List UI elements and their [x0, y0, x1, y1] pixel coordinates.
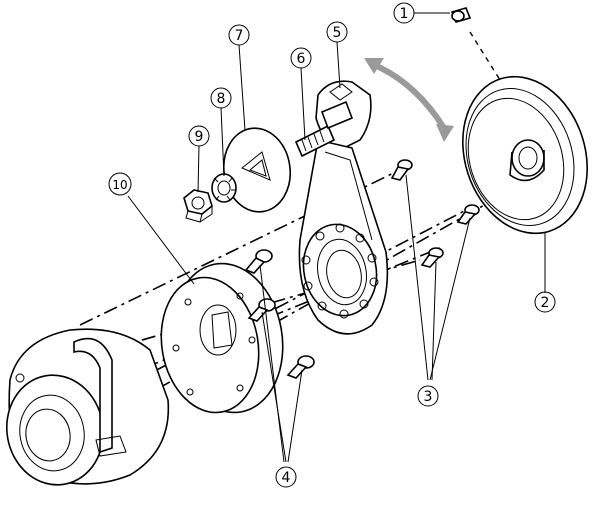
callout-5: 5 [326, 21, 348, 43]
callout-4: 4 [275, 466, 297, 488]
callout-3-label: 3 [424, 389, 433, 405]
part-3-screws [390, 159, 480, 268]
callout-8-label: 8 [217, 91, 226, 107]
callout-2-label: 2 [541, 295, 550, 311]
callout-4-label: 4 [282, 470, 291, 486]
motor-body [5, 328, 170, 486]
part-1-set-screw [450, 7, 472, 23]
callout-1: 1 [393, 2, 415, 24]
callout-10: 10 [108, 172, 132, 196]
callout-5-label: 5 [333, 25, 342, 41]
rotation-arrow [364, 58, 454, 142]
part-7-plate [223, 127, 291, 213]
callout-10-label: 10 [112, 178, 127, 192]
callout-7: 7 [228, 24, 250, 46]
part-9-hex-nut [183, 189, 213, 223]
callout-2: 2 [534, 291, 556, 313]
callout-7-label: 7 [235, 28, 244, 44]
callout-6-label: 6 [297, 51, 306, 67]
callout-1-label: 1 [400, 6, 409, 22]
part-2-pulley-disc [462, 75, 588, 235]
part-4-screws [244, 249, 315, 379]
callout-9: 9 [188, 125, 210, 147]
part-10-flange-plate [160, 262, 284, 414]
callout-8: 8 [210, 87, 232, 109]
part-8-lock-washer [211, 173, 237, 203]
leader-lines [127, 12, 546, 463]
callout-3: 3 [417, 385, 439, 407]
callout-6: 6 [290, 47, 312, 69]
callout-9-label: 9 [195, 129, 204, 145]
part-6-threaded-shaft [294, 100, 354, 158]
